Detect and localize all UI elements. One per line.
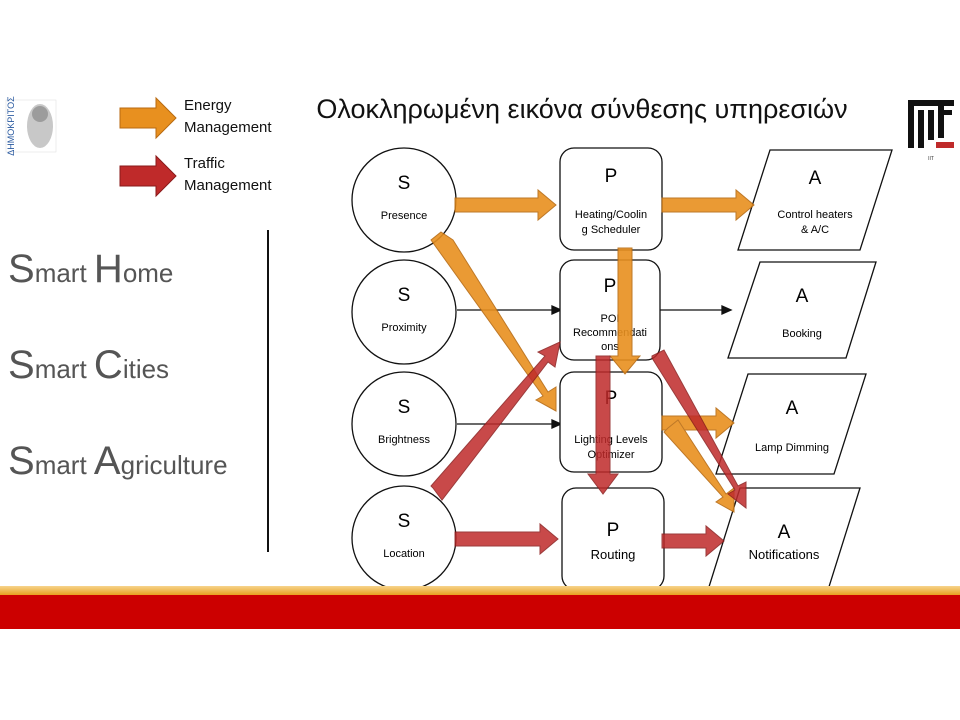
actuator-booking: A Booking [727,261,877,359]
processor-poi-line3: ons [601,341,619,353]
energy-arrow-heating-lighting [608,247,642,375]
processor-lighting-line2: Optimizer [587,449,634,461]
processor-poi-letter: P [604,276,617,297]
processor-heating-line2: g Scheduler [582,224,641,236]
actuator-heaters-line2: & A/C [801,224,829,236]
actuator-control-heaters: A Control heaters & A/C [737,149,893,251]
sensor-presence-letter: S [398,173,411,194]
traffic-arrow-routing-notifications [661,524,725,558]
domain-smart-cities: Smart Cities [8,343,169,387]
sensor-brightness-label: Brightness [378,434,430,446]
traffic-arrow-location-poi [430,341,561,501]
sensor-proximity-label: Proximity [381,322,427,334]
legend-energy-line1: Energy [184,97,232,114]
actuator-lamp-letter: A [786,398,799,419]
processor-routing: P Routing [561,487,665,591]
sensor-brightness-letter: S [398,397,411,418]
iit-logo: ΙΙΤ [908,100,954,162]
legend-traffic-line1: Traffic [184,155,225,172]
demokritos-logo-text: ΔΗΜΟΚΡΙΤΟΣ [6,96,16,156]
processor-heating-letter: P [605,166,618,187]
demokritos-logo: ΔΗΜΟΚΡΙΤΟΣ [5,96,57,156]
legend-energy-line2: Management [184,119,272,136]
energy-flow-arrows [430,188,755,513]
domain-smart-agriculture: Smart Agriculture [8,439,228,483]
energy-arrow-presence-lighting [430,231,557,412]
traffic-arrow-poi-notifications [651,349,747,510]
energy-arrow-heating-control [661,188,755,222]
actuator-heaters-line1: Control heaters [777,209,853,221]
energy-arrow-presence-heating [454,188,557,222]
thin-connectors [457,304,733,430]
sensor-presence-label: Presence [381,210,427,222]
processor-lighting: P Lighting Levels Optimizer [559,371,663,473]
iit-logo-text: ΙΙΤ [928,156,934,162]
traffic-flow-arrows [430,341,747,558]
sensor-proximity: S Proximity [351,259,457,365]
energy-arrow-lighting-notifications [663,419,735,513]
legend: Energy Management Traffic Management [119,96,272,198]
actuator-notifications-letter: A [778,522,791,543]
actuator-booking-letter: A [796,286,809,307]
sensor-brightness: S Brightness [351,371,457,477]
actuator-heaters-letter: A [809,168,822,189]
sensor-proximity-letter: S [398,285,411,306]
domain-smart-home: Smart Home [8,247,173,291]
processor-poi-line1: POI [601,313,620,325]
legend-traffic: Traffic Management [119,154,272,198]
actuator-lamp-line1: Lamp Dimming [755,442,829,454]
processor-routing-letter: P [607,520,620,541]
actuator-lamp-dimming: A Lamp Dimming [715,373,867,475]
footer-gold-band [0,586,960,595]
actuator-booking-line1: Booking [782,328,822,340]
traffic-arrow-poi-routing [587,355,619,495]
processor-poi: P POI Recommendati ons [559,259,661,361]
processor-heating-line1: Heating/Coolin [575,209,647,221]
sensor-location: S Location [351,485,457,591]
sensor-location-letter: S [398,511,411,532]
actuator-notifications-line1: Notifications [749,547,820,562]
processor-lighting-line1: Lighting Levels [574,434,648,446]
processor-routing-line1: Routing [591,547,636,562]
processor-heating-cooling: P Heating/Coolin g Scheduler [559,147,663,251]
legend-traffic-arrow-icon [119,154,177,198]
legend-traffic-line2: Management [184,177,272,194]
slide-title: Ολοκληρωμένη εικόνα σύνθεσης υπηρεσιών [316,94,847,124]
footer-red-band [0,595,960,629]
processor-poi-line2: Recommendati [573,327,647,339]
sensor-location-label: Location [383,548,425,560]
domain-list: Smart Home Smart Cities Smart Agricultur… [8,247,228,483]
legend-energy-arrow-icon [119,96,177,140]
legend-energy: Energy Management [119,96,272,140]
traffic-arrow-location-routing [454,522,559,556]
